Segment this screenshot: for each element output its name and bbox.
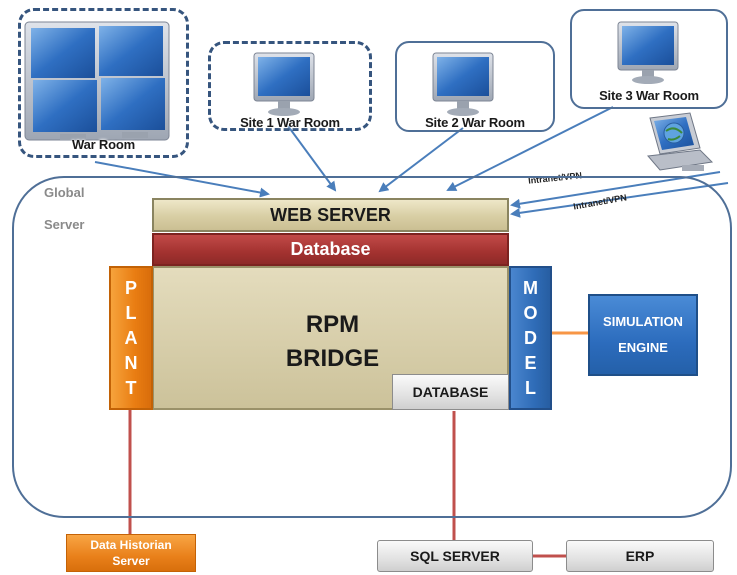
monitor-icon-site2 [432, 52, 494, 116]
plant-letter: L [125, 302, 137, 323]
model-block: M O D E L [509, 266, 552, 410]
global-label: Global [44, 185, 85, 200]
site3-war-room-box [570, 9, 728, 109]
plant-letter: N [124, 352, 138, 373]
war-room-label: War Room [72, 136, 135, 152]
plant-letter: P [124, 277, 137, 298]
simulation-engine-block: SIMULATION ENGINE [588, 294, 698, 376]
plant-block: P L A N T [109, 266, 153, 410]
site3-war-room-label: Site 3 War Room [599, 87, 699, 103]
war-room-box [18, 8, 189, 158]
bridge-label: BRIDGE [285, 345, 380, 372]
model-letter: O [523, 302, 538, 323]
site1-war-room-box [208, 41, 372, 131]
model-letter: E [524, 352, 537, 373]
site2-war-room-label: Site 2 War Room [425, 114, 525, 130]
data-historian-server-block: Data Historian Server [66, 534, 196, 572]
database-block: Database [152, 233, 509, 266]
web-server-block: WEB SERVER [152, 198, 509, 232]
plant-letter: A [124, 327, 138, 348]
bridge-database-block: DATABASE [392, 374, 509, 410]
erp-block: ERP [566, 540, 714, 572]
model-letter: M [523, 277, 538, 298]
global-server-region [12, 176, 732, 518]
monitor-icon-site1 [253, 52, 315, 116]
simulation-label: SIMULATION [603, 314, 683, 329]
rpm-label: RPM [305, 311, 360, 338]
server-label: Server [44, 217, 85, 232]
historian-label: Data Historian [90, 538, 172, 552]
site2-war-room-box [395, 41, 555, 132]
plant-letter: T [125, 377, 137, 398]
historian-server-label: Server [112, 554, 150, 568]
model-letter: L [525, 377, 536, 398]
engine-label: ENGINE [618, 340, 668, 355]
model-letter: D [524, 327, 537, 348]
sql-server-block: SQL SERVER [377, 540, 533, 572]
video-wall-icon [24, 21, 170, 141]
site1-war-room-label: Site 1 War Room [240, 114, 340, 130]
monitor-icon-site3 [617, 21, 679, 84]
remote-laptop-icon [647, 112, 714, 171]
